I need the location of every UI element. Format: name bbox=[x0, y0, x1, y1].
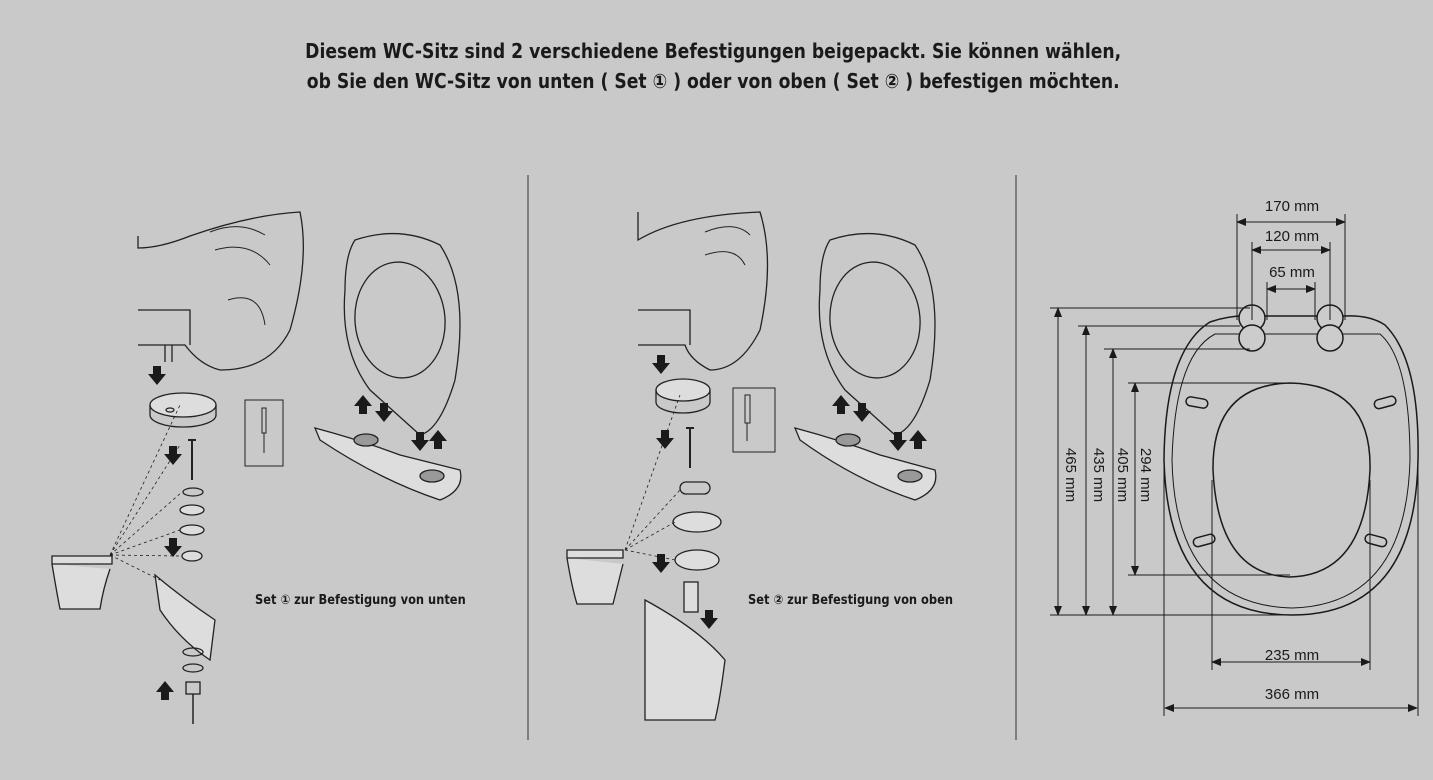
dimension-lines bbox=[1050, 214, 1419, 716]
dim-435: 435 mm bbox=[1090, 448, 1107, 502]
set2-label: Set ② zur Befestigung von oben bbox=[748, 593, 954, 608]
heading-line-1: Diesem WC-Sitz sind 2 verschiedene Befes… bbox=[305, 39, 1122, 63]
dim-170: 170 mm bbox=[1265, 198, 1319, 215]
dimension-labels: 170 mm 120 mm 65 mm 465 mm 435 mm 405 mm… bbox=[1062, 198, 1319, 703]
set2-illustration bbox=[566, 211, 937, 721]
dim-235: 235 mm bbox=[1265, 647, 1319, 664]
dim-120: 120 mm bbox=[1265, 228, 1319, 245]
dim-405: 405 mm bbox=[1114, 448, 1131, 502]
instruction-heading: Diesem WC-Sitz sind 2 verschiedene Befes… bbox=[97, 36, 1329, 96]
heading-line-2: ob Sie den WC-Sitz von unten ( Set ① ) o… bbox=[306, 69, 1120, 93]
seat-outline bbox=[1163, 304, 1419, 616]
dim-366: 366 mm bbox=[1265, 686, 1319, 703]
set1-label: Set ① zur Befestigung von unten bbox=[255, 593, 466, 608]
dim-65: 65 mm bbox=[1269, 264, 1315, 281]
dim-465: 465 mm bbox=[1062, 448, 1079, 502]
set1-illustration bbox=[51, 211, 462, 724]
dim-294: 294 mm bbox=[1137, 448, 1154, 502]
